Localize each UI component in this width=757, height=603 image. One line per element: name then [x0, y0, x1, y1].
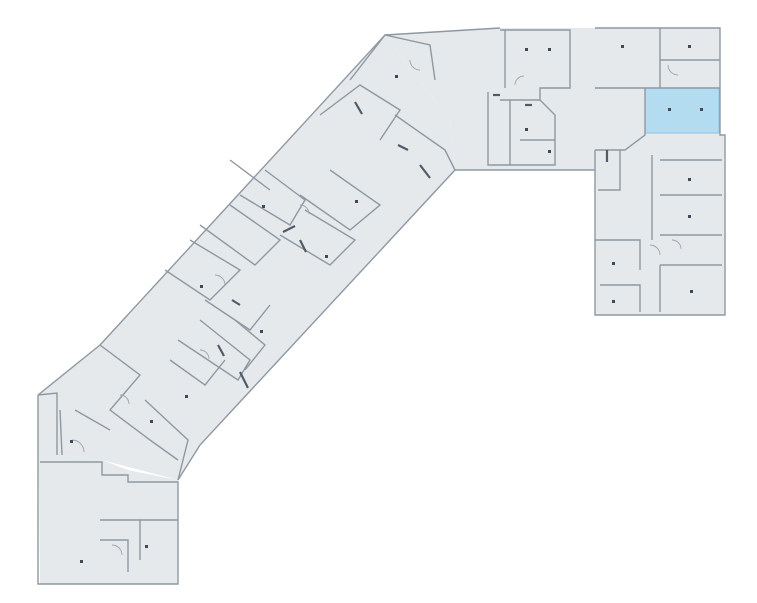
column	[688, 215, 691, 218]
column	[690, 290, 693, 293]
column	[548, 150, 551, 153]
column	[668, 108, 671, 111]
column	[150, 420, 153, 423]
column	[548, 48, 551, 51]
column	[80, 560, 83, 563]
column	[700, 108, 703, 111]
column	[200, 285, 203, 288]
column	[688, 178, 691, 181]
column	[688, 45, 691, 48]
column	[612, 300, 615, 303]
selected-unit[interactable]	[644, 87, 720, 134]
column	[262, 205, 265, 208]
columns	[70, 45, 703, 563]
floor-wing-diagonal	[38, 35, 455, 480]
column	[621, 45, 624, 48]
column	[325, 255, 328, 258]
floor-central-block	[385, 28, 595, 170]
column	[525, 48, 528, 51]
column	[395, 75, 398, 78]
column	[185, 395, 188, 398]
floor-area	[38, 28, 725, 584]
column	[70, 440, 73, 443]
column	[355, 200, 358, 203]
column	[525, 128, 528, 131]
column	[260, 330, 263, 333]
column	[145, 545, 148, 548]
walls-diagonal	[37, 34, 456, 481]
walls-right	[594, 27, 726, 316]
column	[612, 262, 615, 265]
walls-central	[384, 27, 595, 171]
walls-bottom-left	[37, 392, 179, 585]
floor-wing-bottom-left	[38, 393, 178, 584]
